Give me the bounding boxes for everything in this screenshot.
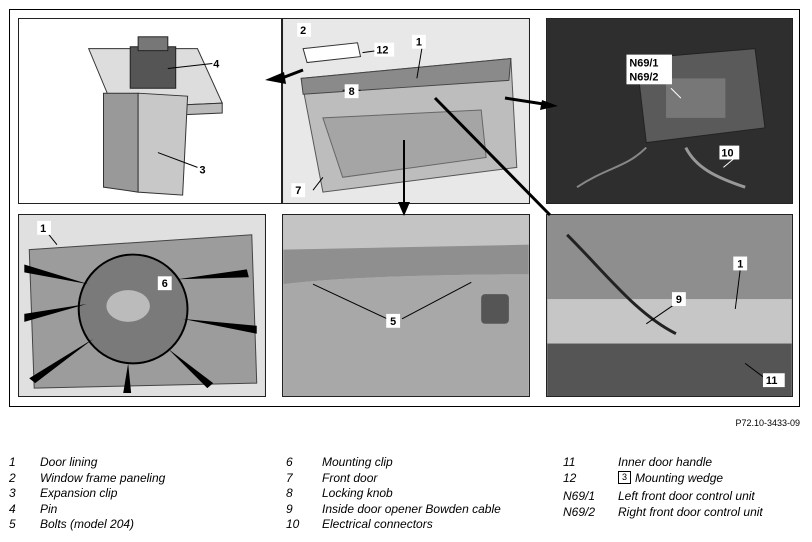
legend-text: Inside door opener Bowden cable [322,501,501,516]
legend-number: 9 [286,501,293,516]
callout-label: 1 [737,258,743,270]
legend-text: Bolts (model 204) [40,517,135,531]
legend-item: 10 Electrical connectors [286,517,501,533]
callout-label: 10 [721,148,733,160]
panel-front-door: 2 12 1 8 7 [282,18,530,204]
legend-number: 5 [9,517,16,531]
callout-label: 11 [766,375,777,387]
callout-label: 9 [676,294,682,306]
legend-item: 7 Front door [286,471,501,487]
panel-inner-door-handle: 1 9 11 [546,214,793,397]
legend-number: 11 [563,455,576,469]
callout-label: 3 [199,164,205,176]
legend-item: 2 Window frame paneling [9,471,165,487]
legend-number: 2 [9,470,16,485]
legend-number: N69/2 [563,504,596,519]
legend-item: 4 Pin [9,502,165,518]
legend-item: 1 Door lining [9,455,165,471]
legend-item: 3 Expansion clip [9,486,165,502]
callout-label: 4 [213,58,219,70]
legend-text: Expansion clip [40,486,118,500]
legend-item: N69/2 Right front door control unit [563,505,763,521]
legend-number: 7 [286,470,293,485]
door-lining-rear-illustration: 1 6 [19,215,265,396]
callout-label: 5 [390,316,396,328]
legend-text: Door lining [40,455,98,469]
legend-text: Locking knob [322,486,393,500]
panel-control-unit: N69/1 N69/2 10 [546,18,793,204]
callout-label: N69/1 [629,57,658,69]
legend-text: Left front door control unit [618,489,755,503]
callout-label: 8 [349,86,355,98]
panel-bolts: 5 [282,214,530,397]
legend-number: 6 [286,455,293,469]
wrench-symbol-icon: 3 [618,470,631,484]
legend-number: 10 [286,517,300,531]
callout-label: 6 [162,278,168,290]
legend-text: Mounting clip [322,455,393,469]
expansion-clip-illustration: 4 3 [87,36,223,196]
legend-item: 6 Mounting clip [286,455,501,471]
callout-label: 7 [295,185,301,197]
panel-expansion-clip: 4 3 [18,18,282,204]
legend-item: 5 Bolts (model 204) [9,517,165,533]
legend-number: 4 [9,501,16,516]
illustration-frame: 4 3 2 12 1 8 7 [9,9,800,407]
legend-number: 3 [9,486,16,500]
callout-label: 12 [376,45,388,57]
callout-label: 1 [40,223,46,235]
legend-column-3: 11 Inner door handle 12 3 Mounting wedge N6… [563,455,763,520]
legend-text: Mounting wedge [635,470,724,485]
control-unit-illustration: N69/1 N69/2 10 [547,19,792,203]
legend-item: 12 3 Mounting wedge [563,470,763,487]
panel-door-lining-rear: 1 6 [18,214,266,397]
legend-text: Inner door handle [618,455,713,469]
legend-text: Front door [322,470,378,485]
callout-label: N69/2 [629,71,658,83]
legend-column-1: 1 Door lining 2 Window frame paneling 3 Exp… [9,455,165,533]
legend-item: 9 Inside door opener Bowden cable [286,502,501,518]
callout-label: 2 [300,25,306,37]
legend-number: 12 [563,470,577,485]
legend-column-2: 6 Mounting clip 7 Front door 8 Locking knob… [286,455,501,533]
legend-item: N69/1 Left front door control unit [563,489,763,505]
legend-number: 1 [9,455,16,469]
legend-text: Pin [40,501,58,516]
legend-text: Right front door control unit [618,504,763,519]
bolts-illustration: 5 [283,215,529,396]
inner-door-handle-illustration: 1 9 11 [547,215,792,396]
callout-label: 1 [416,37,422,49]
legend-item: 8 Locking knob [286,486,501,502]
figure-reference: P72.10-3433-09 [735,418,800,428]
legend-number: N69/1 [563,489,596,503]
legend-text: Window frame paneling [40,470,166,485]
legend-number: 8 [286,486,293,500]
legend-item: 11 Inner door handle [563,455,763,471]
front-door-illustration: 2 12 1 8 7 [283,19,529,203]
legend-text: Electrical connectors [322,517,433,531]
